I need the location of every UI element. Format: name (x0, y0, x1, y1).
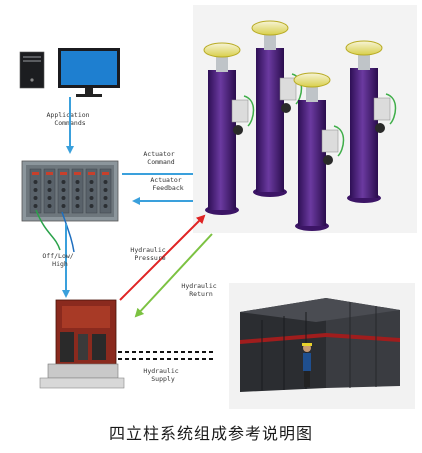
hydraulic-return-line-1: Hydraulic (181, 282, 216, 290)
hydraulic-pressure-label: Hydraulic Pressure (130, 246, 169, 262)
off-low-high-line-2: High (52, 260, 68, 268)
four-post-rig-icon (193, 5, 417, 233)
off-low-high-line-1: Off/Low/ (42, 252, 73, 260)
hydraulic-power-unit-icon (229, 283, 415, 409)
arrow-hydraulic-return (134, 233, 213, 318)
figure-caption: 四立柱系统组成参考说明图 (108, 424, 313, 443)
hydraulic-supply-label: Hydraulic Supply (143, 367, 182, 383)
actuator-feedback-label: Actuator Feedback (150, 176, 185, 192)
computer-icon (19, 48, 120, 97)
actuator-feedback-line-2: Feedback (152, 184, 183, 192)
hydraulic-pressure-line-2: Pressure (134, 254, 165, 262)
hydraulic-return-line-2: Return (189, 290, 213, 298)
hydraulic-supply-line-2: Supply (151, 375, 175, 383)
actuator-feedback-line-1: Actuator (150, 176, 181, 184)
off-low-high-label: Off/Low/ High (42, 252, 77, 268)
hydraulic-return-label: Hydraulic Return (181, 282, 220, 298)
hydraulic-service-manifold-icon (39, 299, 125, 389)
hydraulic-supply-line-1: Hydraulic (143, 367, 178, 375)
hydraulic-pressure-line-1: Hydraulic (130, 246, 165, 254)
controller-icon (21, 160, 119, 253)
arrow-hydraulic-pressure (119, 214, 206, 301)
actuator-command-line-2: Command (147, 158, 174, 166)
actuator-command-label: Actuator Command (143, 150, 178, 166)
application-commands-line-1: Application (47, 111, 90, 119)
actuator-command-line-1: Actuator (143, 150, 174, 158)
